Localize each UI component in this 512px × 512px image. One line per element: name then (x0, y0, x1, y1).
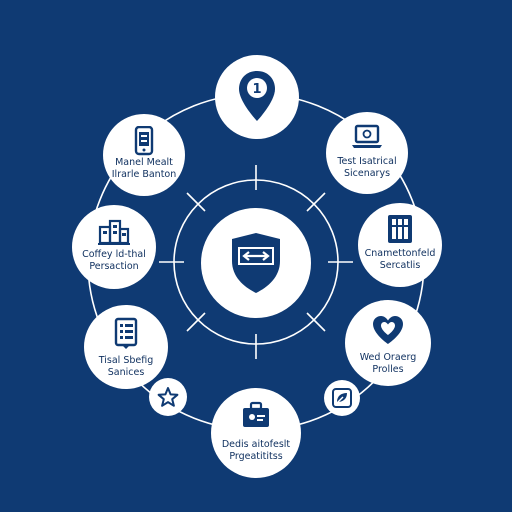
node-laptop-label: Test Isatrical Sicenarys (330, 156, 404, 180)
small-node-leaf[interactable] (324, 380, 360, 416)
node-archive-label: Cnamettonfeld Sercatlis (362, 248, 438, 272)
node-mobile-label: Manel Mealt Ilrarle Banton (107, 157, 181, 181)
inner-ring-ticks (159, 165, 353, 359)
node-briefcase-line2: Prgeatititss (229, 451, 283, 462)
node-buildings[interactable]: Coffey ld-thal Persaction (72, 205, 156, 289)
central-hub-node[interactable] (201, 208, 311, 318)
node-heart-line2: Prolles (372, 364, 404, 375)
node-mobile-line2: Ilrarle Banton (111, 169, 177, 180)
laptop-icon (352, 124, 382, 148)
star-icon (157, 387, 179, 407)
shield-arrows-icon (232, 233, 280, 293)
buildings-icon (98, 219, 130, 245)
briefcase-icon (243, 401, 269, 427)
location-pin-icon: 1 (239, 71, 275, 121)
node-briefcase[interactable]: Dedis aitofeslt Prgeatititss (211, 388, 301, 478)
document-list-icon (114, 317, 138, 349)
node-mobile[interactable]: Manel Mealt Ilrarle Banton (103, 114, 185, 196)
heart-icon (373, 316, 403, 344)
node-laptop-line1: Test Isatrical (337, 156, 397, 167)
node-heart-line1: Wed Oraerg (359, 352, 417, 363)
node-archive[interactable]: Cnamettonfeld Sercatlis (358, 203, 442, 287)
leaf-icon (332, 388, 352, 408)
mobile-phone-icon (134, 126, 154, 156)
node-document-label: Tisal Sbefig Sanices (88, 355, 164, 379)
node-heart-label: Wed Oraerg Prolles (349, 352, 427, 376)
node-buildings-label: Coffey ld-thal Persaction (76, 249, 152, 273)
pin-number: 1 (252, 82, 261, 97)
node-briefcase-label: Dedis aitofeslt Prgeatititss (215, 439, 297, 463)
archive-icon (388, 215, 412, 243)
node-briefcase-line1: Dedis aitofeslt (221, 439, 291, 450)
small-node-star[interactable] (149, 378, 187, 416)
node-archive-line1: Cnamettonfeld (364, 248, 436, 259)
node-document-line2: Sanices (107, 367, 145, 378)
node-buildings-line2: Persaction (89, 261, 139, 272)
top-node[interactable]: 1 (215, 55, 299, 139)
node-buildings-line1: Coffey ld-thal (82, 249, 146, 260)
node-laptop[interactable]: Test Isatrical Sicenarys (326, 112, 408, 194)
node-archive-line2: Sercatlis (379, 260, 421, 271)
node-document-line1: Tisal Sbefig (98, 355, 154, 366)
node-document[interactable]: Tisal Sbefig Sanices (84, 305, 168, 389)
node-mobile-line1: Manel Mealt (115, 157, 173, 168)
node-laptop-line2: Sicenarys (343, 168, 391, 179)
node-heart[interactable]: Wed Oraerg Prolles (345, 300, 431, 386)
